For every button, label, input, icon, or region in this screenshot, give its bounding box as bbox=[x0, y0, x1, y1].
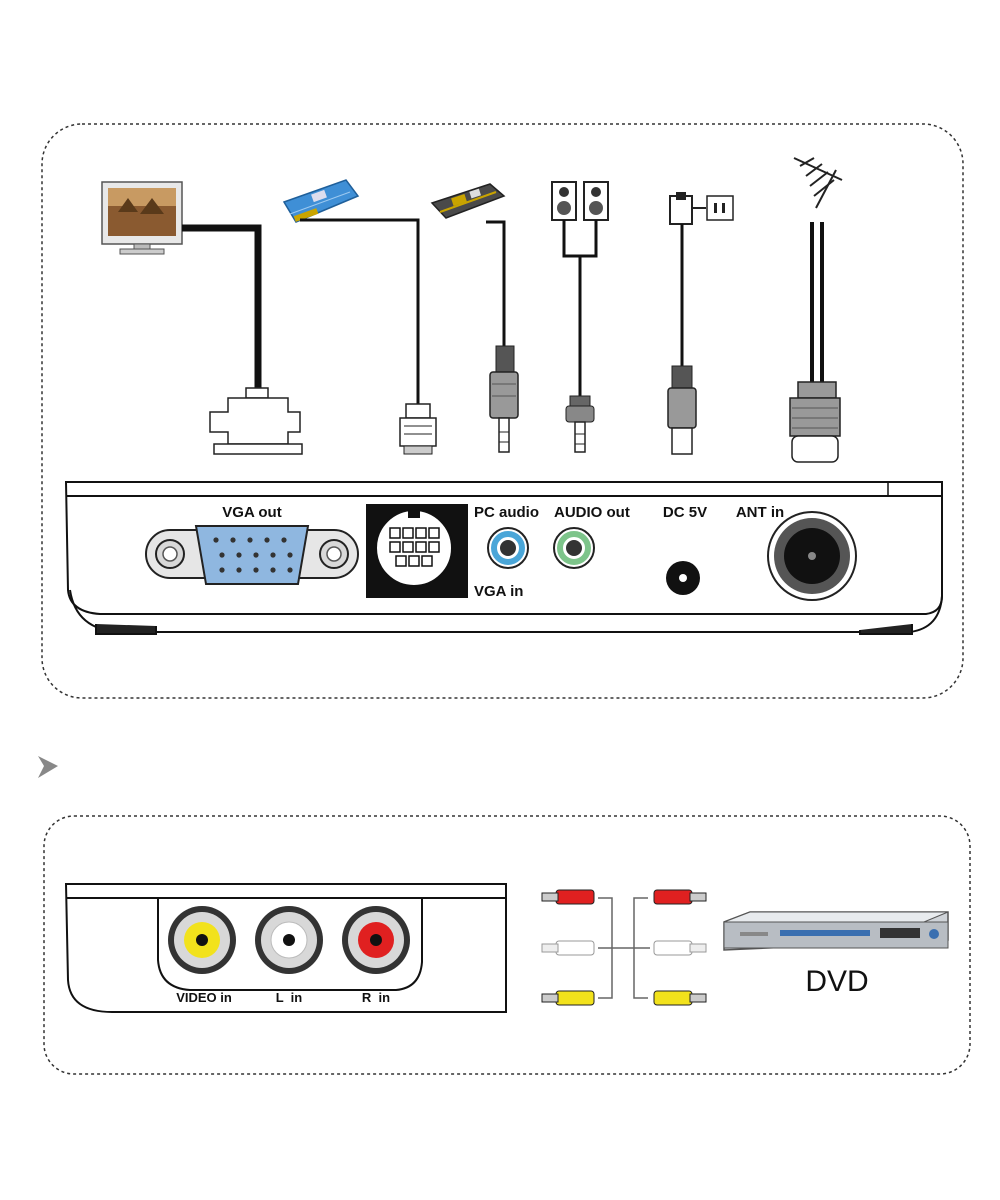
speakers-icon bbox=[551, 181, 609, 221]
vga-in-port bbox=[366, 504, 468, 598]
rca-cable-bundle bbox=[598, 897, 650, 999]
antenna-icon bbox=[793, 157, 843, 209]
power-outlet-icon bbox=[706, 195, 734, 221]
antenna-cable-connector bbox=[789, 381, 841, 463]
r-in-label: R in bbox=[362, 990, 390, 1005]
dc-power-cable-connector bbox=[667, 365, 697, 455]
section-arrow-icon bbox=[38, 756, 58, 778]
rca-plug-yellow-right bbox=[653, 990, 707, 1006]
l-in-jack bbox=[255, 906, 323, 974]
video-in-jack bbox=[168, 906, 236, 974]
audio-out-jack bbox=[553, 527, 595, 569]
bottom-section-frame bbox=[43, 815, 971, 1075]
audio-out-cable-connector bbox=[565, 395, 595, 453]
monitor-icon bbox=[101, 181, 183, 255]
dvd-label: DVD bbox=[805, 965, 868, 998]
power-adapter-icon bbox=[669, 192, 706, 225]
pc-audio-label: PC audio bbox=[474, 504, 539, 521]
vga-in-cable bbox=[300, 218, 420, 408]
vga-out-label: VGA out bbox=[222, 504, 281, 521]
audio-out-label: AUDIO out bbox=[554, 504, 630, 521]
pc-audio-cable-connector bbox=[489, 345, 519, 453]
pc-audio-jack bbox=[487, 527, 529, 569]
pc-audio-cable bbox=[486, 220, 506, 350]
dc-power-jack bbox=[666, 561, 700, 595]
ant-in-label: ANT in bbox=[736, 504, 784, 521]
vga-in-label: VGA in bbox=[474, 583, 523, 600]
sound-card-icon bbox=[430, 183, 506, 219]
antenna-in-jack bbox=[767, 511, 857, 601]
rca-plug-yellow-left bbox=[541, 990, 595, 1006]
vga-cable-connector bbox=[209, 387, 303, 455]
dc-5v-label: DC 5V bbox=[663, 504, 707, 521]
video-in-label: VIDEO in bbox=[176, 990, 232, 1005]
l-in-label: L in bbox=[276, 990, 303, 1005]
vga-out-port bbox=[145, 525, 359, 585]
audio-out-cable bbox=[562, 220, 598, 396]
vga-in-cable-connector bbox=[399, 403, 437, 455]
rca-plug-white-right bbox=[653, 940, 707, 956]
graphics-card-icon bbox=[282, 179, 360, 223]
dvd-player-icon bbox=[723, 911, 949, 951]
vga-cable bbox=[182, 224, 262, 390]
r-in-jack bbox=[342, 906, 410, 974]
top-section-frame bbox=[41, 123, 964, 699]
rca-plug-red-left bbox=[541, 889, 595, 905]
rca-plug-white-left bbox=[541, 940, 595, 956]
rca-plug-red-right bbox=[653, 889, 707, 905]
antenna-cable bbox=[810, 222, 824, 384]
